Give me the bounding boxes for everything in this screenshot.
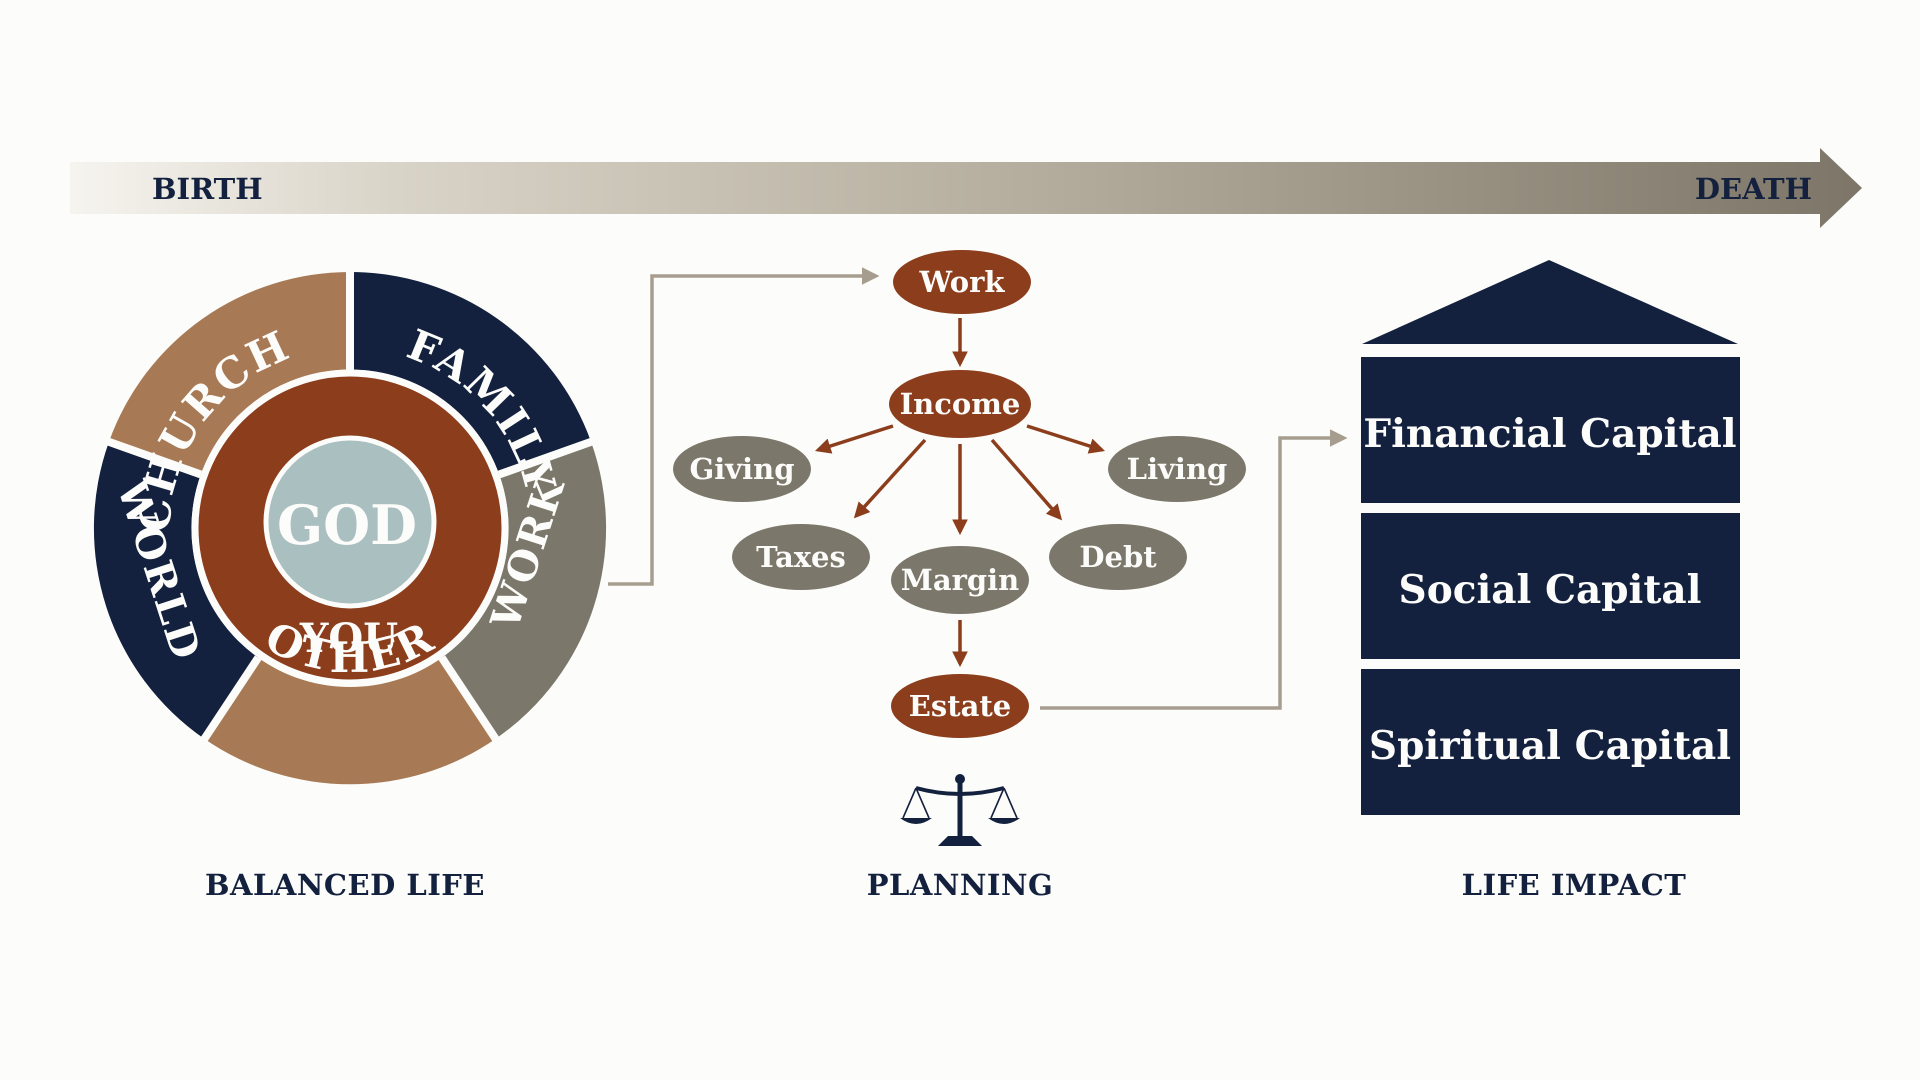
social-capital-label: Social Capital [1399,567,1702,613]
node-taxes-label: Taxes [756,540,846,574]
ring-segment-work [441,441,607,739]
node-giving [673,436,811,502]
node-debt-label: Debt [1079,540,1157,574]
ring-dividers [103,268,597,745]
balanced-life-ring [93,268,607,785]
planning-node-labels: Work Income Giving Living Taxes Margin D… [689,265,1227,723]
connector-ring-to-work [608,267,880,586]
timeline-start-label: BIRTH [152,172,263,206]
node-estate-label: Estate [909,689,1011,723]
arrow-income-debt [990,438,1063,521]
node-work-label: Work [919,265,1006,299]
node-margin [891,546,1029,614]
capital-labels: Financial Capital Social Capital Spiritu… [1363,411,1736,769]
spiritual-capital-label: Spiritual Capital [1369,723,1731,769]
ring-segment-family [108,272,351,475]
node-living-label: Living [1127,452,1228,486]
node-debt [1049,524,1187,590]
planning-nodes [673,250,1246,738]
ring-segment-other [204,657,496,785]
planning-arrows [814,318,1106,668]
ring-segment-church [350,272,592,475]
arrow-income-giving [814,424,894,454]
planning-caption: PLANNING [866,868,1054,902]
block-spiritual-capital [1361,669,1740,815]
node-margin-label: Margin [901,563,1020,597]
financial-capital-label: Financial Capital [1363,411,1736,457]
ring-inner-label: YOU [299,615,398,662]
node-living [1108,436,1246,502]
scales-of-justice-icon [900,774,1020,846]
god-circle [263,435,437,609]
ring-center-label: GOD [277,493,417,557]
node-income-label: Income [900,387,1021,421]
node-taxes [732,524,870,590]
life-impact-house [1361,260,1740,815]
connector-estate-to-capital [1040,429,1348,710]
arrow-income-taxes [853,438,927,519]
block-financial-capital [1361,357,1740,503]
timeline-end-label: DEATH [1695,172,1812,206]
ring-segment-world [93,441,259,739]
house-roof [1362,260,1738,344]
node-income [889,370,1031,438]
node-giving-label: Giving [689,452,794,486]
node-work [893,250,1031,314]
node-estate [891,674,1029,738]
life-impact-caption: LIFE IMPACT [1461,868,1687,902]
balanced-life-caption: BALANCED LIFE [205,868,485,902]
timeline-arrow [70,148,1862,228]
arrow-income-living [1026,424,1106,454]
block-social-capital [1361,513,1740,659]
